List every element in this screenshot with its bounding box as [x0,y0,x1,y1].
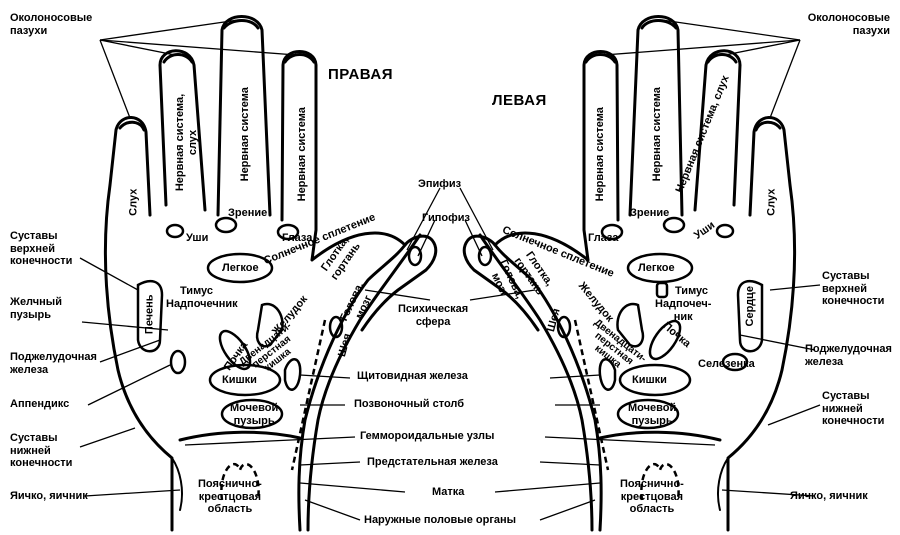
rh-vision: Зрение [228,207,268,219]
label-pancreas-right: Поджелудочная железа [805,343,892,368]
rh-lung: Легкое [222,262,259,274]
label-spine: Позвоночный столб [352,398,467,411]
lh-heart: Сердце [743,286,756,327]
rh-nerve-system: Нервная система [238,87,251,182]
lh-vision: Зрение [630,207,670,219]
left-hand-heading: ЛЕВАЯ [492,92,547,109]
label-pancreas: Поджелудочная железа [10,351,97,376]
lh-hearing-finger: Слух [765,188,778,216]
lh-eyes: Глаза [588,232,619,244]
label-pituitary: Гипофиз [422,212,470,224]
rh-hearing-finger: Слух [127,188,140,216]
rh-intestines: Кишки [222,374,257,386]
label-uterus: Матка [430,486,467,499]
left-thumb-outline [478,233,594,532]
rh-lumbosacral: Пояснично- крестцовая область [198,478,262,515]
label-psychic-sphere: Психическая сфера [398,303,469,328]
right-appendix-shape [169,349,187,375]
label-prostate: Предстательная железа [365,456,500,469]
label-thyroid: Щитовидная железа [355,370,470,383]
label-testis-ovary: Яичко, яичник [10,490,88,502]
rh-nerve-system-2: Нервная система [295,107,308,202]
lh-spleen: Селезенка [698,358,755,370]
rh-nerve-hearing: Нервная система, слух [174,93,199,192]
label-appendix: Аппендикс [10,398,70,410]
right-thumb-tip [360,234,438,332]
left-spleen-shape [721,352,749,372]
label-gallbladder: Желчный пузырь [10,296,62,321]
label-lower-limb-joints: Суставы нижней конечности [10,432,73,469]
label-epiphysis: Эпифиз [418,178,462,190]
left-bladder-shape [616,398,680,430]
lh-lung: Легкое [638,262,675,274]
label-upper-limb-joints-right: Суставы верхней конечности [822,270,885,307]
lh-thymus: Тимус [675,285,709,297]
left-intestines-shape [618,363,692,397]
rh-adrenal: Надпочечник [166,298,238,310]
right-wrist-crease [178,430,302,442]
lh-intestines: Кишки [632,374,667,386]
label-sinuses: Околоносовые пазухи [10,12,93,37]
right-intestines-shape [208,363,282,397]
label-hemorrhoidal: Геммороидальные узлы [358,430,497,443]
right-bladder-shape [220,398,284,430]
left-heart-shape [736,279,764,353]
label-lower-limb-joints-right: Суставы нижней конечности [822,390,885,427]
label-sinuses-right: Околоносовые пазухи [807,12,890,37]
left-thumb-tip [462,234,540,332]
right-palm-outline [103,15,407,532]
left-kidney-shape [648,319,682,361]
label-upper-limb-joints: Суставы верхней конечности [10,230,73,267]
rh-liver: Печень [143,294,156,335]
lh-lumbosacral: Пояснично- крестцовая область [620,478,684,515]
lh-bladder: Мочевой пузырь [628,402,677,427]
label-external-genitals: Наружные половые органы [362,514,519,527]
lh-adrenal: Надпочеч- ник [655,298,712,323]
label-testis-ovary-right: Яичко, яичник [790,490,868,502]
right-kidney-shape [218,329,252,371]
right-thumb-outline [306,233,422,532]
left-wrist-crease [598,430,722,442]
lh-nerve-system-2: Нервная система [593,107,606,202]
rh-eyes: Глаза [282,232,313,244]
lh-nerve-system: Нервная система [650,87,663,182]
rh-ears: Уши [186,232,209,244]
right-lung-shape [206,252,274,284]
right-hand-heading: ПРАВАЯ [328,66,393,83]
rh-bladder: Мочевой пузырь [230,402,279,427]
rh-thymus: Тимус [180,285,214,297]
left-palm-outline [493,15,797,532]
